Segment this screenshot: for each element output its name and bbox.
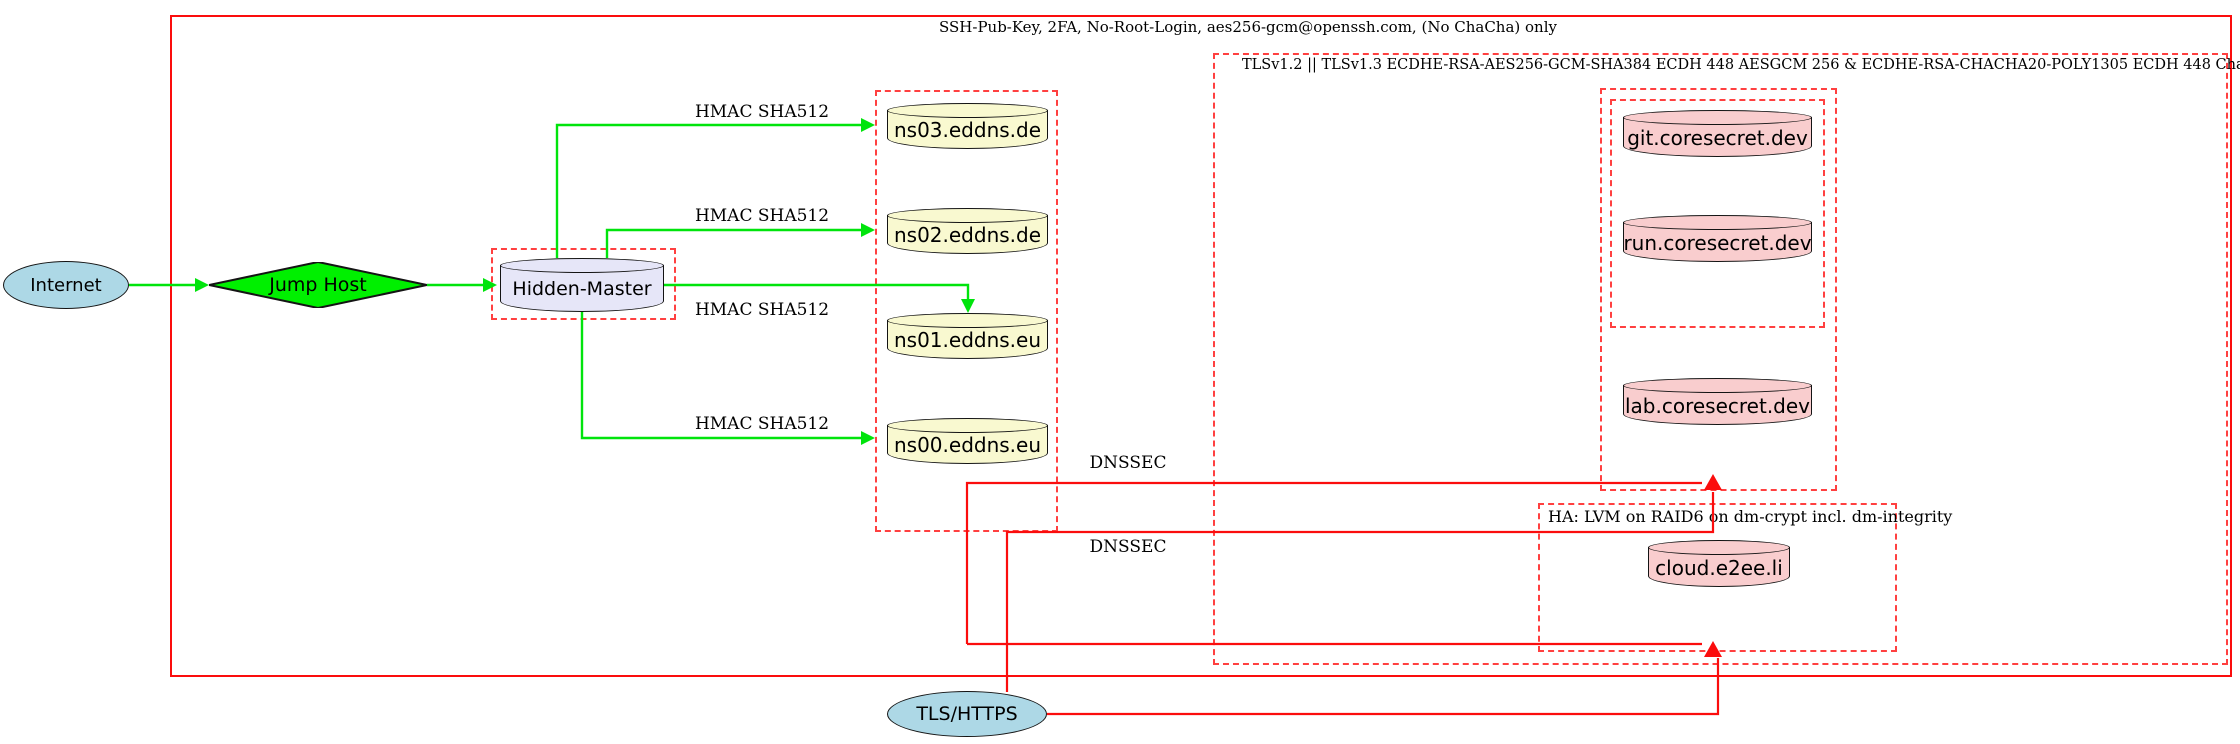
- edge-label-hmac-ns03: HMAC SHA512: [694, 102, 830, 122]
- node-jump-host-label: Jump Host: [269, 274, 367, 296]
- cylinder-top: [887, 313, 1048, 328]
- edge-label-hmac-ns00: HMAC SHA512: [694, 414, 830, 434]
- diamond-shape: [209, 262, 427, 308]
- cylinder-body: [1648, 547, 1790, 587]
- node-cloud: cloud.e2ee.li: [1648, 540, 1790, 587]
- node-ns03-label: ns03.eddns.de: [893, 118, 1042, 142]
- node-internet: Internet: [3, 261, 129, 309]
- cylinder-top: [1623, 110, 1812, 125]
- node-ns01: ns01.eddns.eu: [887, 313, 1048, 359]
- node-run-label: run.coresecret.dev: [1623, 230, 1812, 255]
- edge-label-hmac-ns01: HMAC SHA512: [694, 300, 830, 320]
- node-ns00-label: ns00.eddns.eu: [893, 433, 1042, 457]
- node-git: git.coresecret.dev: [1623, 110, 1812, 157]
- cylinder-top: [1623, 215, 1812, 230]
- cluster-coresecret-inner: [1610, 99, 1825, 328]
- cylinder-top: [1623, 378, 1812, 393]
- node-tls-https: TLS/HTTPS: [887, 691, 1047, 737]
- node-git-label: git.coresecret.dev: [1627, 125, 1808, 150]
- node-run: run.coresecret.dev: [1623, 215, 1812, 262]
- node-ns02: ns02.eddns.de: [887, 208, 1048, 254]
- cylinder-top: [887, 103, 1048, 118]
- cluster-nameservers: [875, 90, 1058, 532]
- cluster-ssh-label: SSH-Pub-Key, 2FA, No-Root-Login, aes256-…: [939, 18, 1557, 36]
- cluster-coresecret: [1600, 88, 1837, 491]
- node-ns03: ns03.eddns.de: [887, 103, 1048, 149]
- edge-label-dnssec-1: DNSSEC: [1089, 453, 1167, 473]
- node-hidden-master-label: Hidden-Master: [512, 278, 652, 300]
- node-hidden-master: Hidden-Master: [500, 258, 664, 312]
- cluster-ha-label: HA: LVM on RAID6 on dm-crypt incl. dm-in…: [1548, 507, 1953, 526]
- node-lab-label: lab.coresecret.dev: [1624, 393, 1811, 418]
- edge-label-dnssec-2: DNSSEC: [1089, 537, 1167, 557]
- node-ns00: ns00.eddns.eu: [887, 418, 1048, 464]
- node-ns02-label: ns02.eddns.de: [893, 223, 1042, 247]
- node-jump-host: Jump Host: [209, 262, 427, 308]
- cylinder-top: [500, 258, 664, 273]
- cylinder-top: [887, 418, 1048, 433]
- cluster-tls: [1213, 53, 2228, 665]
- node-ns01-label: ns01.eddns.eu: [893, 328, 1042, 352]
- cluster-tls-label: TLSv1.2 || TLSv1.3 ECDHE-RSA-AES256-GCM-…: [1242, 57, 2240, 73]
- node-lab: lab.coresecret.dev: [1623, 378, 1812, 425]
- edge-label-hmac-ns02: HMAC SHA512: [694, 206, 830, 226]
- node-cloud-label: cloud.e2ee.li: [1655, 555, 1783, 580]
- cylinder-top: [1648, 540, 1790, 555]
- cylinder-top: [887, 208, 1048, 223]
